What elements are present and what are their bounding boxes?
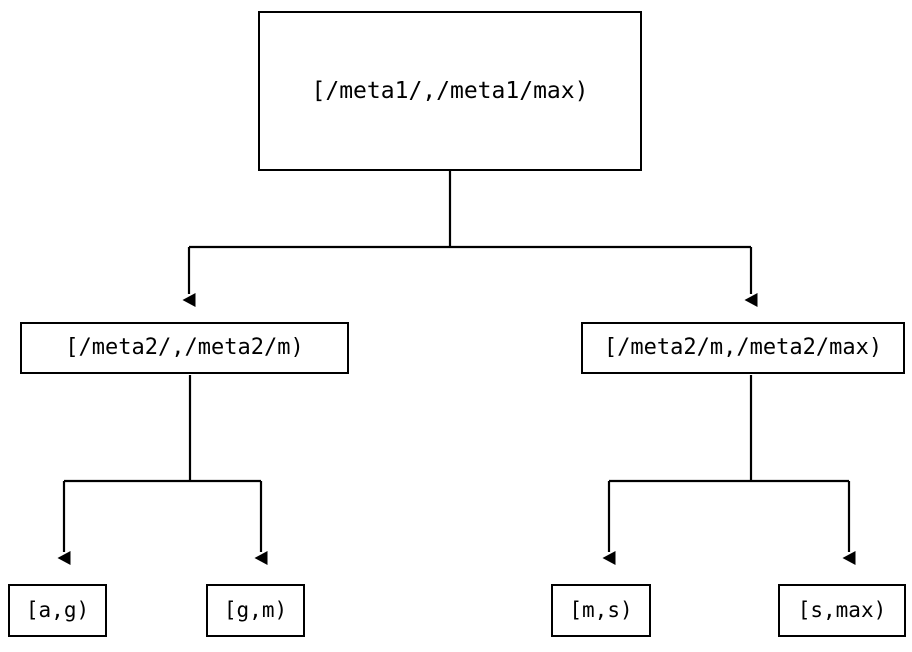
node-root[interactable]: [/meta1/,/meta1/max) bbox=[258, 11, 642, 171]
node-leaf-4-label: [s,max) bbox=[797, 598, 887, 622]
node-leaf-1-label: [a,g) bbox=[25, 598, 90, 622]
node-leaf-3-label: [m,s) bbox=[569, 598, 633, 622]
node-leaf-2-label: [g,m) bbox=[223, 598, 288, 622]
node-leaf-4[interactable]: [s,max) bbox=[778, 584, 906, 637]
node-mid-left[interactable]: [/meta2/,/meta2/m) bbox=[20, 322, 349, 374]
node-mid-right-label: [/meta2/m,/meta2/max) bbox=[603, 335, 883, 360]
node-leaf-2[interactable]: [g,m) bbox=[206, 584, 305, 637]
node-leaf-1[interactable]: [a,g) bbox=[8, 584, 107, 637]
node-mid-right[interactable]: [/meta2/m,/meta2/max) bbox=[581, 322, 905, 374]
node-mid-left-label: [/meta2/,/meta2/m) bbox=[65, 335, 304, 360]
node-leaf-3[interactable]: [m,s) bbox=[551, 584, 651, 637]
node-root-label: [/meta1/,/meta1/max) bbox=[311, 77, 589, 104]
